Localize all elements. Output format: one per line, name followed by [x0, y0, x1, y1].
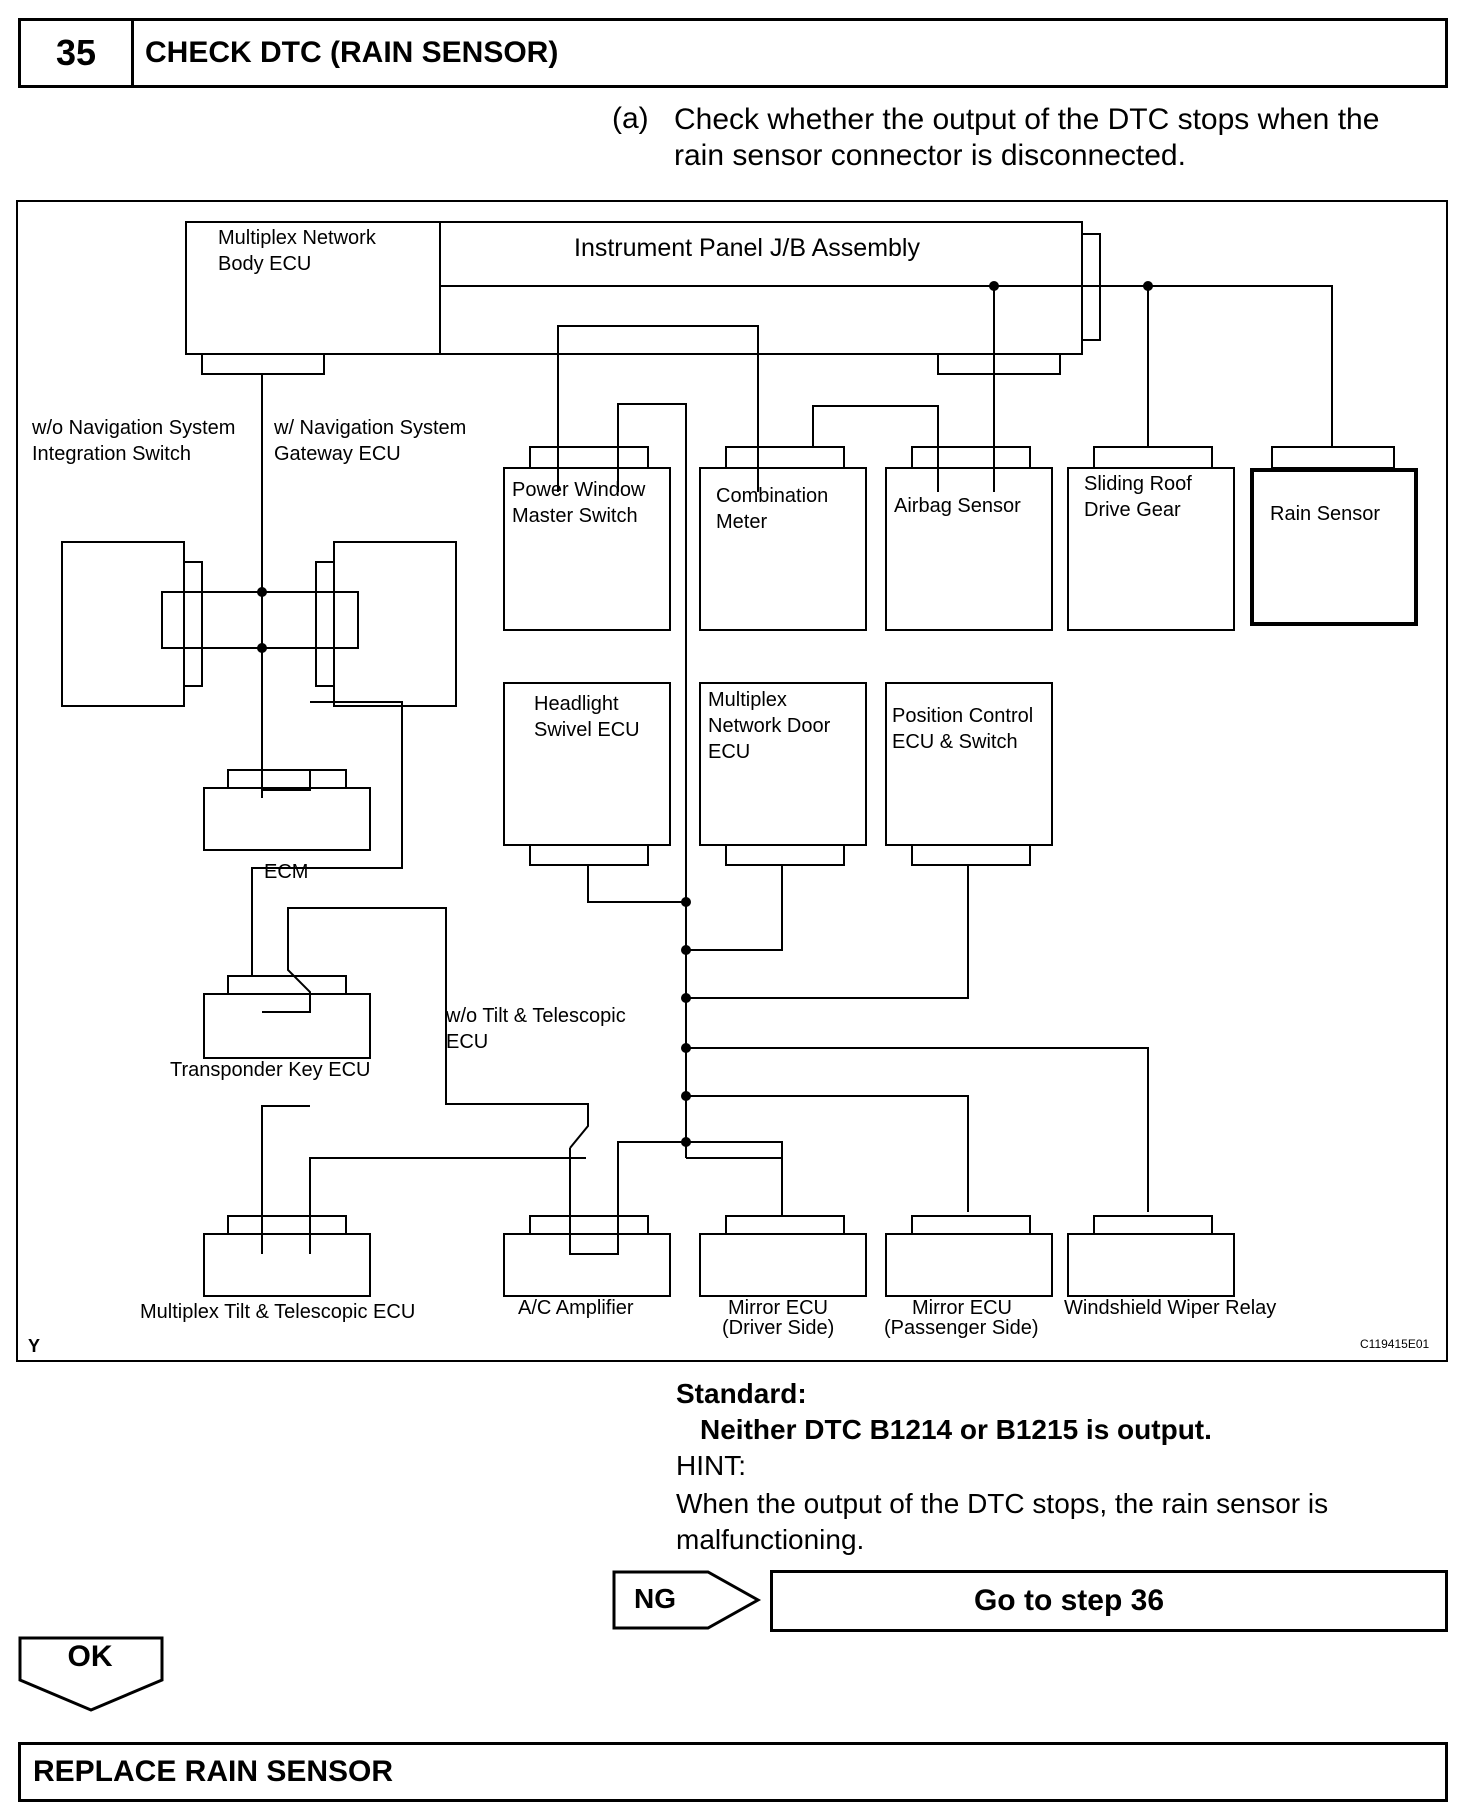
ok-arrow: OK — [18, 1636, 166, 1714]
ng-label: NG — [634, 1583, 676, 1614]
ok-arrow-shape — [18, 1636, 164, 1712]
instruction-letter: (a) — [612, 102, 649, 135]
hint-label: HINT: — [676, 1450, 746, 1481]
final-action-box: REPLACE RAIN SENSOR — [18, 1742, 1448, 1802]
rain-sensor-box — [1250, 468, 1418, 626]
label-door-2: Network Door — [708, 715, 831, 737]
label-mirror-p-2: (Passenger Side) — [884, 1317, 1039, 1339]
label-wo-nav-2: Integration Switch — [32, 443, 191, 465]
ng-arrow-shape — [612, 1570, 762, 1630]
step-header: 35 CHECK DTC (RAIN SENSOR) — [18, 18, 1448, 88]
label-ecm: ECM — [264, 861, 308, 883]
label-wiper: Windshield Wiper Relay — [1064, 1297, 1276, 1319]
wiring-diagram: Multiplex Network Body ECU Instrument Pa… — [16, 200, 1448, 1362]
label-door-1: Multiplex — [708, 689, 787, 711]
label-combination-1: Combination — [716, 485, 828, 507]
label-wo-tilt-2: ECU — [446, 1031, 488, 1053]
label-figure-code: C119415E01 — [1360, 1337, 1429, 1351]
label-headlight-2: Swivel ECU — [534, 719, 640, 741]
standard-label: Standard: — [676, 1378, 807, 1409]
label-ac: A/C Amplifier — [518, 1297, 634, 1319]
label-w-nav-1: w/ Navigation System — [273, 417, 466, 439]
wiring-diagram-svg: Multiplex Network Body ECU Instrument Pa… — [28, 221, 1429, 1356]
label-body-ecu-1: Multiplex Network — [218, 227, 377, 249]
label-rain-sensor: Rain Sensor — [1270, 503, 1380, 525]
label-jb: Instrument Panel J/B Assembly — [574, 234, 920, 262]
label-w-nav-2: Gateway ECU — [274, 443, 401, 465]
standard-text: Neither DTC B1214 or B1215 is output. — [700, 1414, 1212, 1445]
instruction-text: Check whether the output of the DTC stop… — [674, 103, 1380, 172]
label-combination-2: Meter — [716, 511, 767, 533]
label-corner-y: Y — [28, 1336, 40, 1356]
step-number: 35 — [21, 21, 134, 85]
final-action-text: REPLACE RAIN SENSOR — [33, 1755, 394, 1788]
label-transponder: Transponder Key ECU — [170, 1059, 370, 1081]
label-sliding-roof-1: Sliding Roof — [1084, 473, 1192, 495]
ng-arrow: NG — [612, 1570, 762, 1630]
label-position-1: Position Control — [892, 705, 1033, 727]
label-wo-tilt-1: w/o Tilt & Telescopic — [445, 1005, 626, 1027]
label-body-ecu-2: Body ECU — [218, 253, 311, 275]
ok-label: OK — [67, 1640, 113, 1673]
goto-step-box: Go to step 36 — [770, 1570, 1448, 1632]
label-power-window-2: Master Switch — [512, 505, 638, 527]
label-mirror-p-1: Mirror ECU — [912, 1297, 1012, 1319]
label-wo-nav-1: w/o Navigation System — [31, 417, 235, 439]
step-title: CHECK DTC (RAIN SENSOR) — [145, 36, 559, 69]
label-tilt: Multiplex Tilt & Telescopic ECU — [140, 1301, 415, 1323]
label-mirror-d-1: Mirror ECU — [728, 1297, 828, 1319]
label-headlight-1: Headlight — [534, 693, 619, 715]
label-power-window-1: Power Window — [512, 479, 646, 501]
goto-step-text: Go to step 36 — [973, 1584, 1165, 1617]
label-door-3: ECU — [708, 741, 750, 763]
label-position-2: ECU & Switch — [892, 731, 1018, 753]
label-airbag: Airbag Sensor — [894, 495, 1021, 517]
hint-text: When the output of the DTC stops, the ra… — [676, 1488, 1329, 1555]
label-mirror-d-2: (Driver Side) — [722, 1317, 834, 1339]
label-sliding-roof-2: Drive Gear — [1084, 499, 1181, 521]
